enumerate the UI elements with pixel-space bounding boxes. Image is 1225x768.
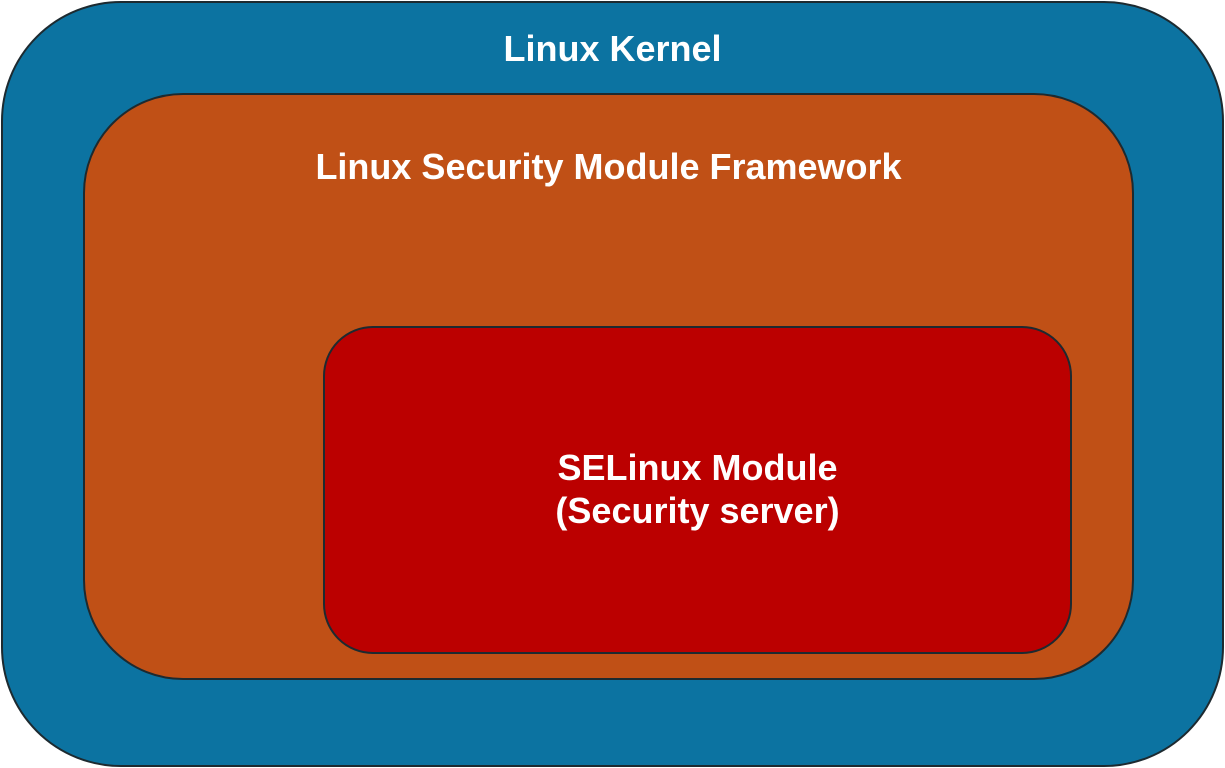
selinux-module-label: SELinux Module (Security server) [325, 446, 1070, 532]
lsm-framework-layer: Linux Security Module Framework SELinux … [83, 93, 1134, 680]
lsm-framework-label: Linux Security Module Framework [315, 146, 902, 187]
selinux-module-title: SELinux Module [557, 447, 838, 488]
linux-kernel-label: Linux Kernel [503, 28, 722, 69]
selinux-module-subtitle: (Security server) [555, 490, 840, 532]
selinux-module-layer: SELinux Module (Security server) [323, 326, 1072, 654]
